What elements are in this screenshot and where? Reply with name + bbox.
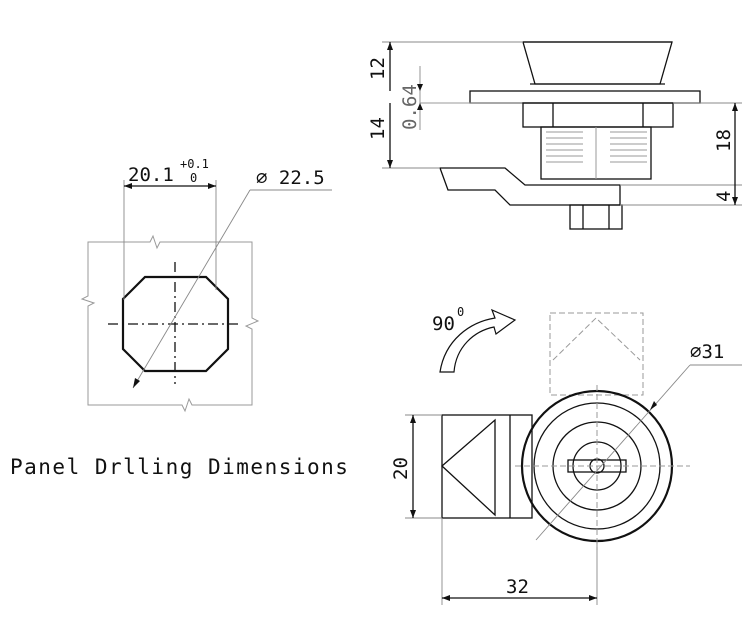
dim-label-4: 4 [713, 191, 735, 202]
cutout-diameter-label: ⌀ 22.5 [256, 167, 325, 189]
dim-label-12: 12 [367, 57, 389, 80]
top-view: 90 0 ⌀31 20 32 [390, 305, 742, 605]
cutout-width-arrow-left [124, 183, 132, 189]
cutout-width-label: 20.1 [128, 164, 174, 186]
cutout-diameter-leader [132, 189, 251, 389]
panel-thickness-arrow-bottom [417, 103, 423, 110]
panel-nut [522, 102, 674, 128]
cutout-tolerance-lower: 0 [190, 171, 197, 185]
rotation-arrow-icon [439, 308, 517, 373]
dim-arrow-18-top [732, 103, 738, 111]
dim-label-0-64: 0.64 [399, 84, 421, 130]
dim-label-18: 18 [713, 129, 735, 152]
cutout-diameter-arrow [133, 378, 140, 388]
cam-phantom [549, 312, 644, 396]
cutout-tolerance-upper: +0.1 [180, 157, 209, 171]
panel-thickness-arrow-top [417, 84, 423, 91]
dim-arrow-20-top [410, 415, 416, 423]
panel-outline [80, 234, 260, 413]
dim-arrow-32-left [442, 595, 450, 601]
thread-lines [546, 131, 647, 163]
body-diameter-arrow [650, 401, 657, 410]
panel-cutout-view: 20.1 +0.1 0 ⌀ 22.5 [80, 157, 332, 413]
body-diameter-leader [535, 364, 691, 541]
dim-arrow-12-top [387, 42, 393, 50]
rotation-angle-label: 90 [432, 313, 455, 335]
knob [522, 41, 673, 85]
cam-phantom-triangle [552, 317, 641, 361]
dim-arrow-4-bottom [732, 197, 738, 205]
panel-drilling-caption: Panel Drlling Dimensions [10, 455, 349, 479]
dim-arrow-14-bottom [387, 160, 393, 168]
body-diameter-label: ⌀31 [690, 341, 724, 363]
dim-label-32: 32 [506, 576, 529, 598]
dim-arrow-20-bottom [410, 510, 416, 518]
side-view: 12 14 0.64 18 4 [367, 41, 742, 230]
flange [469, 90, 701, 104]
cutout-shape [121, 275, 230, 373]
cam-block-triangle [441, 418, 496, 517]
dim-label-20: 20 [390, 457, 412, 480]
dim-arrow-32-right [589, 595, 597, 601]
cam-nut [569, 204, 623, 230]
rotation-degree-mark: 0 [457, 305, 464, 319]
dim-label-14: 14 [367, 117, 389, 140]
cam-arm [439, 167, 621, 206]
cutout-width-arrow-right [208, 183, 216, 189]
